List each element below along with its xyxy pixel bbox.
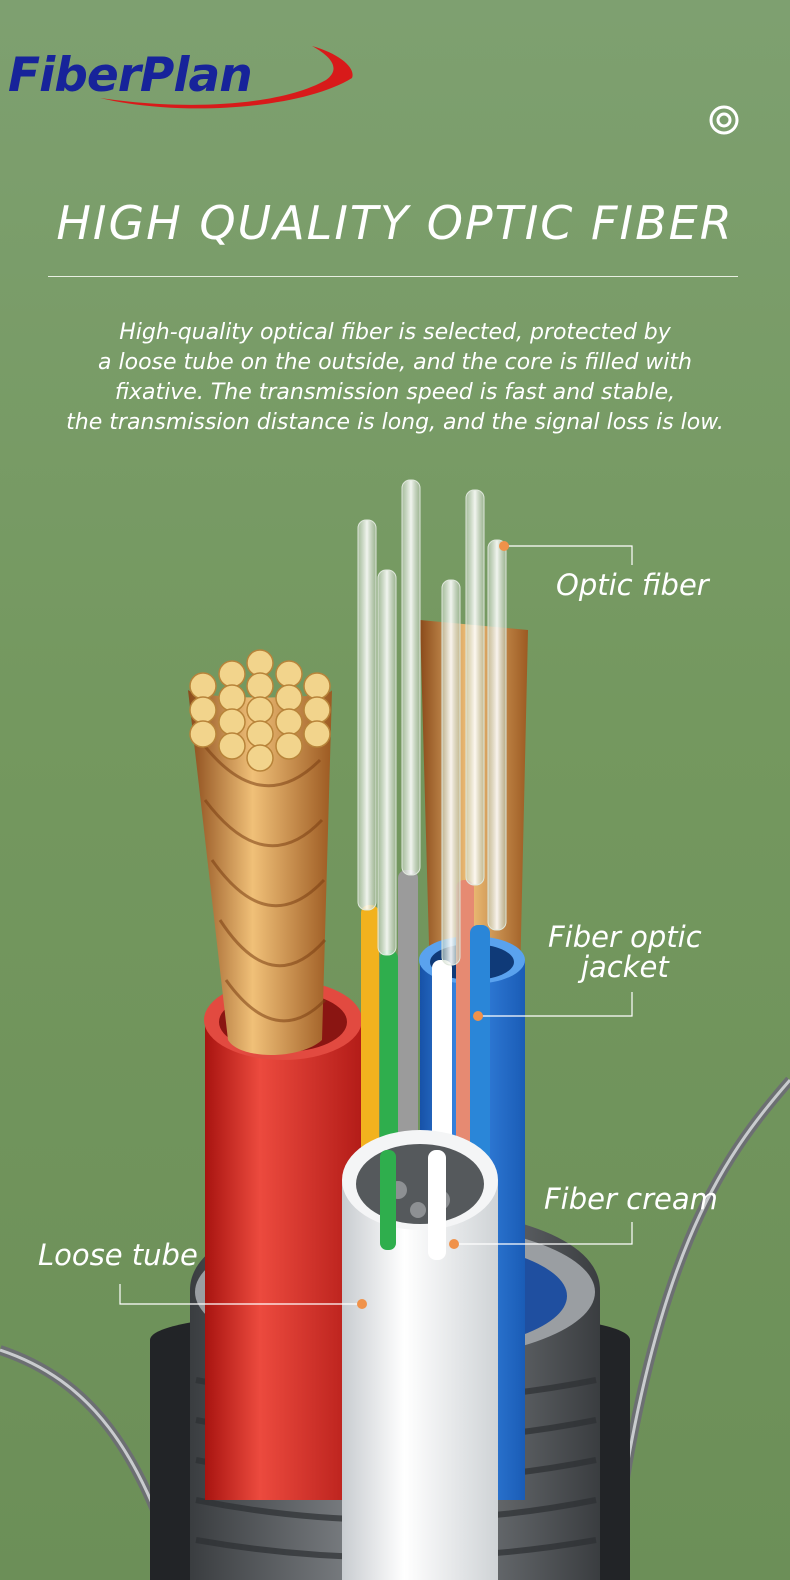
description-line: a loose tube on the outside, and the cor… xyxy=(98,350,692,375)
callout-line: jacket xyxy=(580,950,669,984)
description-line: fixative. The transmission speed is fast… xyxy=(114,380,676,405)
logo-swoosh-icon xyxy=(100,46,353,109)
callout-line: Fiber optic xyxy=(548,920,702,954)
description-line: the transmission distance is long, and t… xyxy=(66,410,724,435)
title-divider xyxy=(48,276,738,277)
callout-fiber-cream: Fiber cream xyxy=(544,1182,718,1216)
page-title: HIGH QUALITY OPTIC FIBER xyxy=(56,196,734,250)
cable-illustration xyxy=(0,479,790,1580)
description-line: High-quality optical fiber is selected, … xyxy=(119,320,671,345)
brand-logo: FiberPlan xyxy=(4,22,364,112)
callout-fiber-optic-jacket: Fiber optic jacket xyxy=(548,922,702,982)
callout-optic-fiber: Optic fiber xyxy=(556,568,709,602)
brand-name: FiberPlan xyxy=(8,48,253,103)
description: High-quality optical fiber is selected, … xyxy=(20,318,770,438)
callout-loose-tube: Loose tube xyxy=(38,1238,198,1272)
target-icon xyxy=(709,105,739,135)
